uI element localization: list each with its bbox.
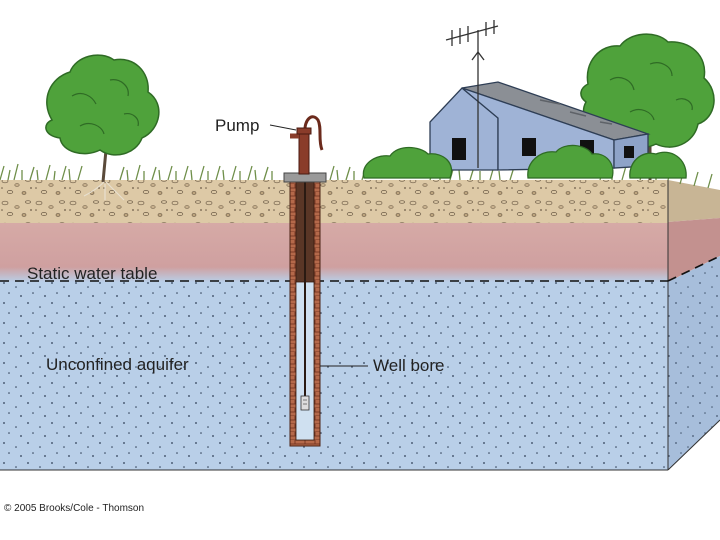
pump (283, 115, 327, 183)
block-side-pink (668, 218, 720, 282)
aquifer-label: Unconfined aquifer (46, 355, 189, 374)
aquifer-dots (0, 280, 668, 470)
well-bore (289, 181, 321, 447)
tree-left (45, 54, 160, 201)
water-table-label: Static water table (27, 264, 158, 283)
pump-leader (269, 124, 297, 131)
soil-layer (0, 222, 668, 282)
antenna (445, 20, 499, 168)
block-side-soil (668, 180, 720, 222)
well-bore-label: Well bore (373, 356, 445, 375)
gravel-layer (0, 180, 668, 223)
pump-label: Pump (215, 116, 260, 135)
bushes (362, 144, 687, 179)
copyright-credit: © 2005 Brooks/Cole - Thomson (4, 503, 145, 514)
